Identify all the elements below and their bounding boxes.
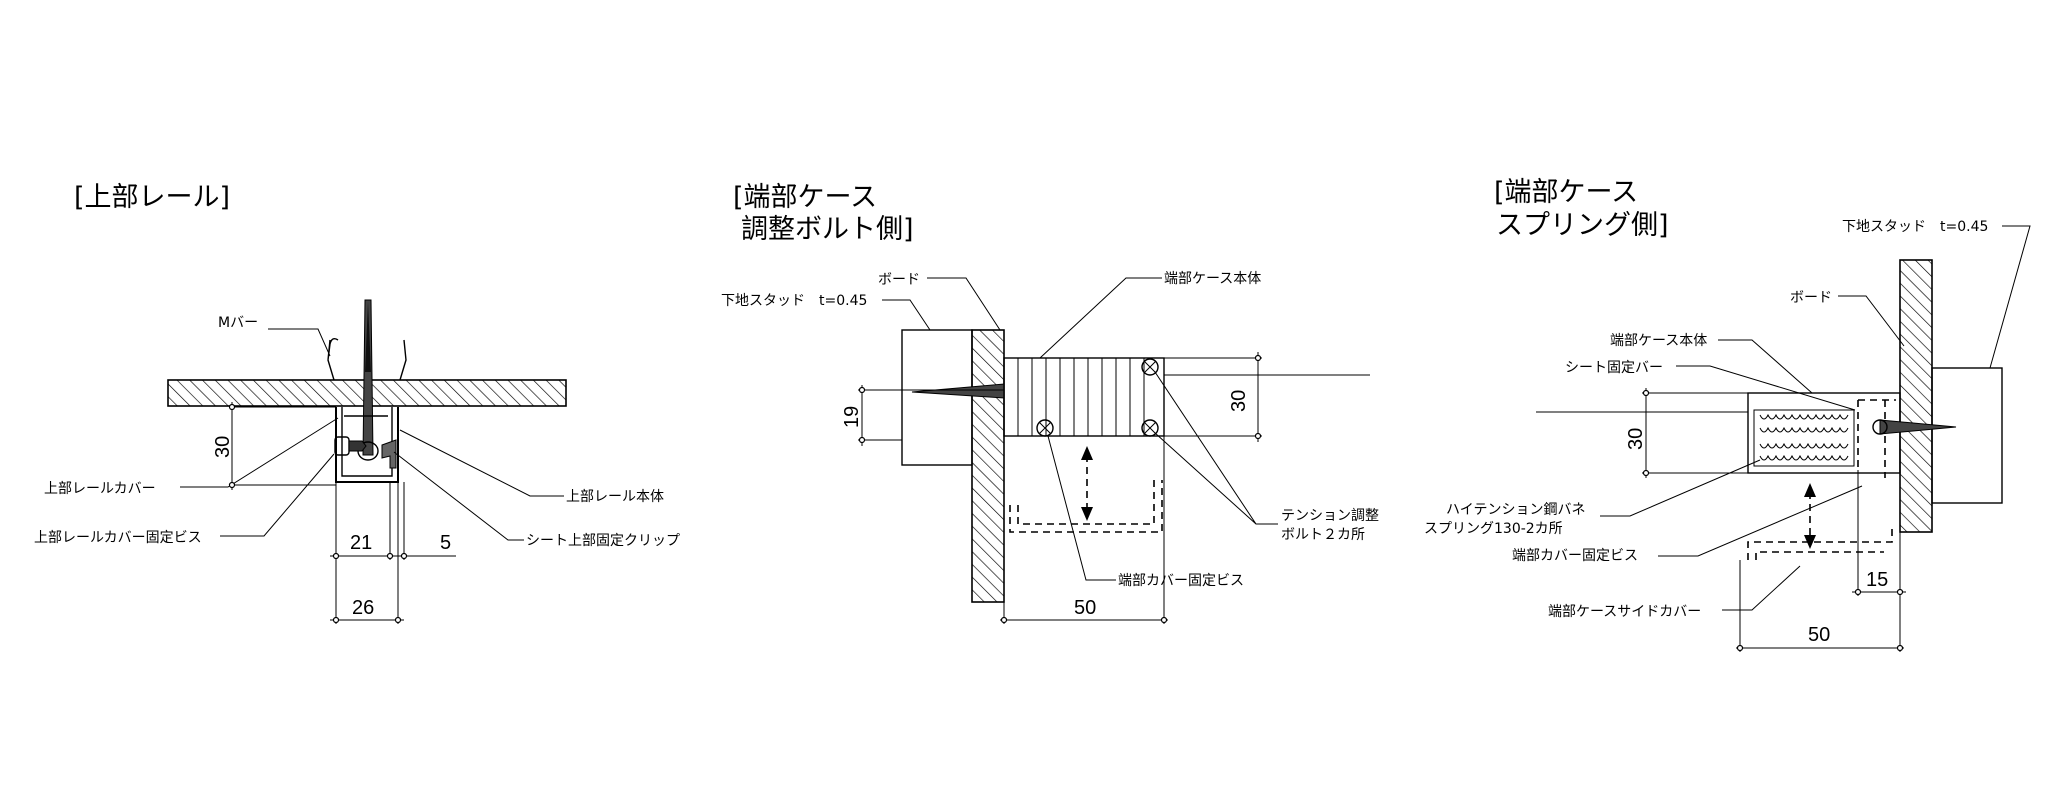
rail-cover-screw-shape	[334, 436, 367, 456]
case-body-shape	[1003, 357, 1165, 437]
label-bolt-stud: 下地スタッド t=0.45	[721, 293, 867, 309]
detail-spring-side: [端部ケース スプリング側] 下地スタッド t=0.45 ボード 端部ケース本体…	[1424, 177, 2031, 652]
rail-body-shape	[335, 407, 399, 483]
label-spring-stud: 下地スタッド t=0.45	[1842, 219, 1988, 235]
bolt-side-title-2: 調整ボルト側]	[741, 214, 914, 245]
dim-spring-height: 30	[1625, 428, 1647, 450]
label-tension-bolt-1: テンション調整	[1281, 508, 1379, 524]
detail-bolt-side: [端部ケース 調整ボルト側] 下地スタッド t=0.45 ボード 端部ケース本体	[721, 182, 1379, 624]
label-rail-cover: 上部レールカバー	[44, 481, 156, 497]
dim-bolt-right: 30	[1228, 390, 1250, 412]
label-rail-cover-screw: 上部レールカバー固定ビス	[34, 530, 202, 546]
m-bar-shape	[327, 337, 407, 381]
spring-side-title-2: スプリング側]	[1496, 210, 1669, 241]
dim-bolt-bottom: 50	[1074, 597, 1096, 619]
bolt-side-title-1: [端部ケース	[733, 182, 877, 213]
label-m-bar: Mバー	[218, 315, 258, 331]
label-spring-cover-screw: 端部カバー固定ビス	[1512, 548, 1638, 564]
label-rail-body: 上部レール本体	[566, 489, 664, 505]
stud-shape	[901, 329, 973, 466]
spring-stud-shape	[1931, 367, 2003, 504]
label-sheet-bar: シート固定バー	[1565, 360, 1663, 376]
label-tension-bolt-2: ボルト２カ所	[1281, 527, 1365, 543]
dim-spring-depth: 15	[1866, 569, 1888, 591]
spring-side-title-1: [端部ケース	[1494, 177, 1638, 208]
label-spring-2: スプリング130-2カ所	[1424, 521, 1563, 537]
spring-case-body-shape	[1747, 392, 1957, 478]
side-cover-dashed	[1009, 480, 1163, 533]
dim-rail-w2: 5	[440, 532, 451, 554]
upper-rail-title: [上部レール]	[74, 182, 230, 213]
label-sheet-clip: シート上部固定クリップ	[526, 533, 680, 549]
label-side-cover: 端部ケースサイドカバー	[1548, 604, 1701, 620]
bolt-side-screw	[911, 383, 1005, 399]
dim-spring-bottom: 50	[1808, 624, 1830, 646]
dim-rail-w3: 26	[352, 597, 374, 619]
dim-rail-height: 30	[212, 436, 234, 458]
detail-upper-rail: [上部レール] Mバー 上部レールカバー 上部レールカバー固定ビス 上部レール本…	[34, 182, 680, 624]
dim-bolt-left: 19	[841, 406, 863, 428]
spring-side-cover-dashed	[1747, 528, 1893, 560]
label-spring-board: ボード	[1790, 290, 1832, 306]
label-bolt-case-body: 端部ケース本体	[1164, 271, 1261, 287]
label-spring-1: ハイテンション鋼バネ	[1446, 502, 1585, 518]
dim-rail-w1: 21	[350, 532, 372, 554]
board-shape	[971, 329, 1005, 603]
label-spring-case-body: 端部ケース本体	[1610, 333, 1707, 349]
spring-board-shape	[1899, 259, 1933, 533]
sheet-clip-shape	[381, 439, 397, 469]
label-bolt-cover-screw: 端部カバー固定ビス	[1118, 573, 1244, 589]
label-bolt-board: ボード	[878, 272, 920, 288]
